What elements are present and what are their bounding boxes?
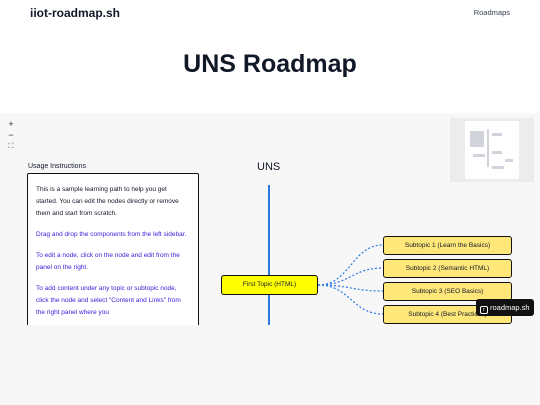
instructions-paragraph: To edit a node, click on the node and ed… <box>36 252 180 271</box>
connector-line <box>317 284 384 292</box>
minimap-viewport <box>465 121 519 179</box>
nav-roadmaps-link[interactable]: Roadmaps <box>473 8 510 17</box>
connector-line <box>317 284 384 315</box>
minimap-block <box>492 151 502 154</box>
topic-node-first[interactable]: First Topic (HTML) <box>221 275 318 295</box>
brand-logo-text[interactable]: iiot-roadmap.sh <box>30 6 121 20</box>
roadmap-spine <box>268 185 270 325</box>
connector-line <box>317 267 384 286</box>
instructions-paragraph: To add content under any topic or subtop… <box>36 285 181 316</box>
subtopic-node-3[interactable]: Subtopic 3 (SEO Basics) <box>383 282 512 301</box>
minimap-block <box>492 166 504 169</box>
minimap[interactable] <box>450 118 534 182</box>
badge-label: roadmap.sh <box>490 303 530 312</box>
zoom-in-button[interactable]: + <box>8 119 14 129</box>
minimap-block <box>492 133 502 136</box>
zoom-out-button[interactable]: − <box>8 130 14 140</box>
connector-line <box>317 244 384 286</box>
top-navbar: iiot-roadmap.sh Roadmaps <box>0 0 540 24</box>
diagram-title: UNS <box>257 161 281 173</box>
fit-view-button[interactable]: ⛶ <box>8 143 14 150</box>
roadmap-canvas[interactable]: + − ⛶ Usage Instructions This is a sampl… <box>0 113 540 405</box>
minimap-block <box>487 129 489 167</box>
instructions-panel[interactable]: This is a sample learning path to help y… <box>27 173 199 325</box>
minimap-block <box>505 159 513 162</box>
instructions-paragraph: This is a sample learning path to help y… <box>36 186 179 217</box>
topic-connectors <box>317 244 384 315</box>
minimap-block <box>470 131 484 147</box>
roadmap-logo-icon: r <box>480 306 488 314</box>
instructions-paragraph: Drag and drop the components from the le… <box>36 231 187 238</box>
subtopic-node-1[interactable]: Subtopic 1 (Learn the Basics) <box>383 236 512 255</box>
minimap-block <box>473 154 485 157</box>
page-title: UNS Roadmap <box>183 50 357 78</box>
subtopic-node-2[interactable]: Subtopic 2 (Semantic HTML) <box>383 259 512 278</box>
instructions-label: Usage Instructions <box>28 163 86 170</box>
